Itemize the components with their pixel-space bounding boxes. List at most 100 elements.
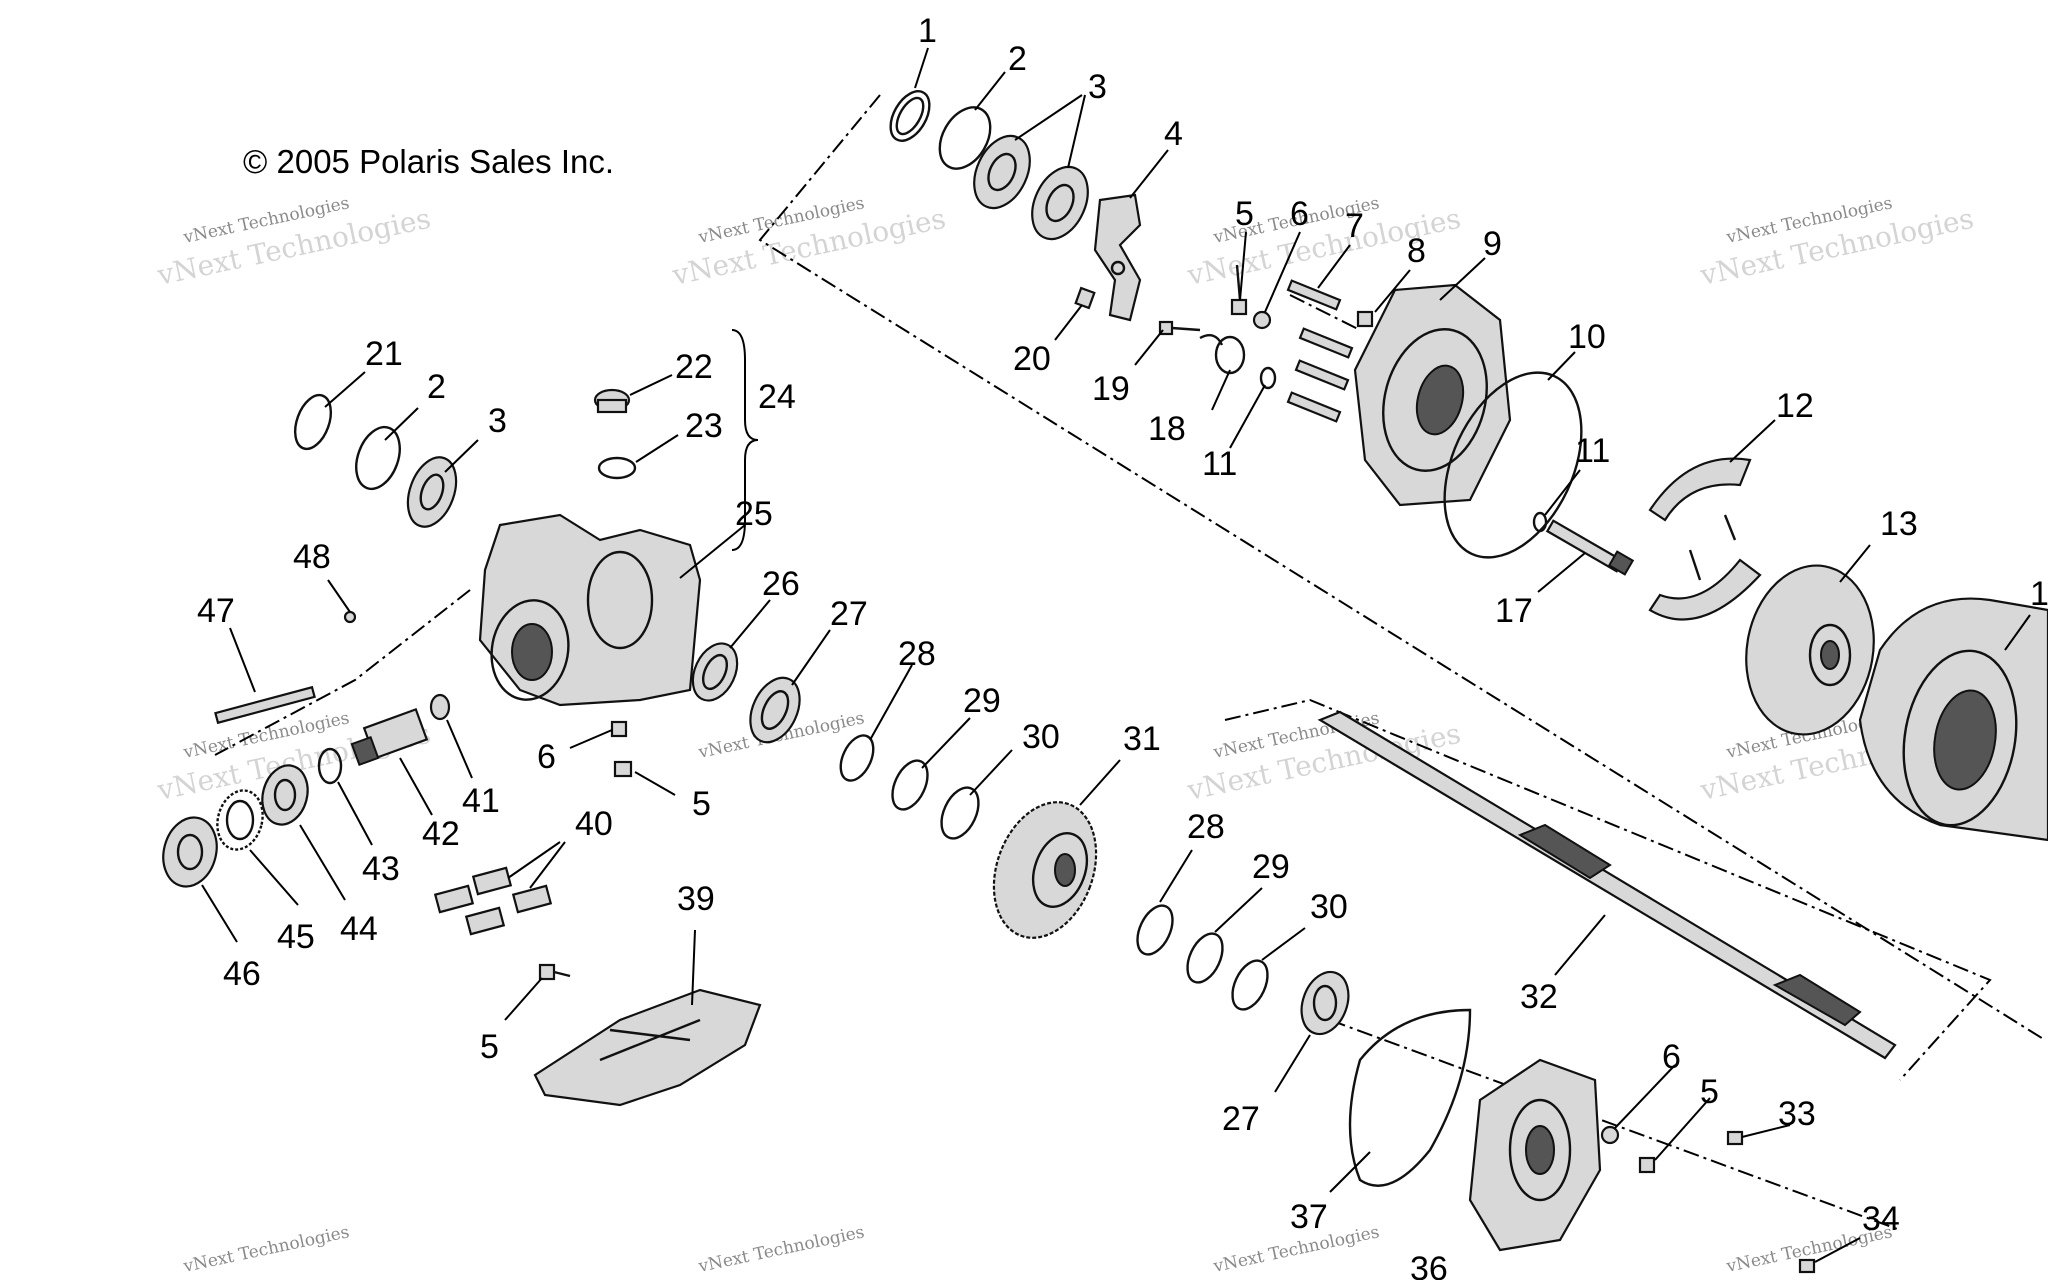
callout-6-mid: 6 — [537, 738, 556, 776]
part-o-ring-11-right — [1532, 511, 1548, 533]
callout-30-lower: 30 — [1310, 888, 1348, 926]
callout-24: 24 — [758, 378, 796, 416]
part-spring-18 — [1199, 334, 1246, 375]
callout-25: 25 — [735, 495, 773, 533]
part-shims-28-29-30-lower — [1136, 904, 1269, 1011]
part-snap-ring-2-left — [355, 425, 401, 491]
callout-14: 1 — [2030, 575, 2048, 613]
callout-22: 22 — [675, 348, 713, 386]
part-bolt-34 — [1798, 1258, 1816, 1274]
callout-12: 12 — [1776, 387, 1814, 425]
part-seal-26 — [691, 642, 739, 702]
part-blocks-40 — [433, 866, 553, 936]
callout-11-right: 11 — [1575, 432, 1610, 470]
pin-center-line — [214, 589, 471, 756]
part-washer-11-top — [1259, 366, 1277, 390]
callout-46: 46 — [223, 955, 261, 993]
callout-37: 37 — [1290, 1198, 1328, 1236]
callout-2-left: 2 — [427, 368, 446, 406]
callout-34: 34 — [1862, 1200, 1900, 1238]
callout-5-mid: 5 — [692, 785, 711, 823]
callout-29-lower: 29 — [1252, 848, 1290, 886]
part-hub-cover-14 — [1858, 597, 2048, 842]
callout-10: 10 — [1568, 318, 1606, 356]
assembly-lines — [214, 94, 2046, 1231]
callout-28-lower: 28 — [1187, 808, 1225, 846]
callout-36: 36 — [1410, 1250, 1448, 1280]
part-washer-23 — [597, 456, 637, 480]
brace-24 — [731, 329, 759, 551]
callout-26: 26 — [762, 565, 800, 603]
callout-11-left: 11 — [1202, 445, 1237, 483]
callout-5-low: 5 — [480, 1028, 499, 1066]
part-studs-7 — [1286, 279, 1354, 423]
part-plug-22 — [593, 388, 631, 414]
watermark-text: vNext Technologies — [181, 1222, 351, 1277]
part-bearing-3-top — [973, 134, 1089, 241]
part-pin-47 — [214, 685, 316, 725]
part-washer-41 — [429, 693, 451, 721]
callout-4: 4 — [1164, 115, 1183, 153]
stud-line — [1289, 294, 1361, 331]
copyright-text: © 2005 Polaris Sales Inc. — [243, 143, 614, 180]
callout-40: 40 — [575, 805, 613, 843]
callout-19: 19 — [1092, 370, 1130, 408]
callout-20: 20 — [1013, 340, 1051, 378]
callout-1: 1 — [918, 12, 937, 50]
callout-3-left: 3 — [488, 402, 507, 440]
part-seal-27-left — [749, 676, 801, 744]
callout-45: 45 — [277, 918, 315, 956]
callout-43: 43 — [362, 850, 400, 888]
callout-13: 13 — [1880, 505, 1918, 543]
leader-lines — [201, 47, 2031, 1263]
watermarks: vNext Technologies vNext Technologies vN… — [154, 193, 1977, 1277]
part-retaining-ring-1 — [889, 90, 931, 142]
part-bracket-4 — [1093, 193, 1142, 322]
part-bolt-5-mid — [613, 760, 633, 778]
part-nut-6-mid — [610, 720, 628, 738]
part-o-ring-10 — [1443, 371, 1583, 559]
callout-6-lower: 6 — [1662, 1038, 1681, 1076]
axle-center-line — [758, 94, 2046, 1041]
callout-41: 41 — [462, 782, 500, 820]
part-shims-28-29-30 — [839, 734, 980, 840]
part-shaft-17 — [1545, 519, 1635, 576]
callout-33: 33 — [1778, 1095, 1816, 1133]
callout-39: 39 — [677, 880, 715, 918]
callout-3: 3 — [1088, 68, 1107, 106]
callout-6: 6 — [1290, 195, 1309, 233]
callout-21: 21 — [365, 335, 403, 373]
callout-18: 18 — [1148, 410, 1186, 448]
part-bolt-5-lower — [1638, 1156, 1656, 1174]
callout-5-lower: 5 — [1700, 1073, 1719, 1111]
part-brake-shoes-12 — [1648, 457, 1762, 621]
callout-29: 29 — [963, 682, 1001, 720]
part-axle-32 — [1317, 710, 1897, 1060]
callout-48: 48 — [293, 538, 331, 576]
part-bolt-5-top — [1230, 264, 1248, 316]
part-bearing-44 — [261, 764, 309, 826]
part-washer-6-lower — [1600, 1125, 1620, 1145]
callout-31: 31 — [1123, 720, 1161, 758]
part-seal-27-lower — [1300, 970, 1350, 1036]
part-gearcase-25 — [478, 513, 702, 707]
part-ring-21 — [293, 393, 333, 451]
part-seal-46 — [162, 816, 218, 888]
part-skid-plate-39 — [533, 988, 762, 1107]
callout-42: 42 — [422, 815, 460, 853]
callout-28: 28 — [898, 635, 936, 673]
callout-23: 23 — [685, 407, 723, 445]
part-cover-36 — [1468, 1058, 1602, 1252]
part-bolt-5-low — [538, 963, 571, 981]
part-nut-20 — [1074, 286, 1096, 310]
lower-cover-line — [1329, 1019, 1901, 1231]
part-ring-43 — [317, 747, 343, 785]
axle-outline-box — [1224, 698, 1992, 1081]
watermark-text: vNext Technologies — [696, 1222, 866, 1277]
part-bolt-33 — [1726, 1130, 1744, 1146]
part-nut-8 — [1356, 310, 1374, 328]
part-brake-drum-13 — [1745, 564, 1875, 736]
callout-47: 47 — [197, 592, 235, 630]
part-bolt-19 — [1158, 320, 1201, 336]
